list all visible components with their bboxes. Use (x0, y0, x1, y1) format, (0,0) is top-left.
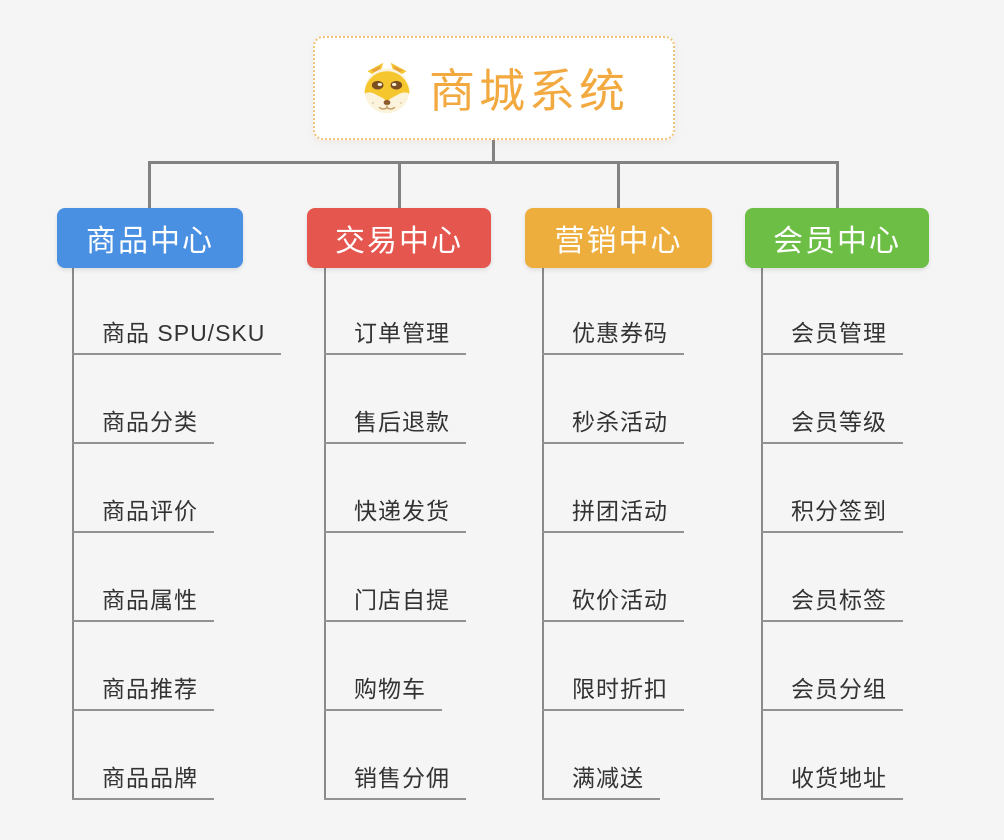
leaf-node[interactable]: 拼团活动 (542, 497, 684, 533)
leaf-node[interactable]: 砍价活动 (542, 586, 684, 622)
connector-trunk-members (761, 268, 763, 800)
leaf-node[interactable]: 订单管理 (324, 319, 466, 355)
connector-drop-members (836, 161, 839, 210)
connector-trunk-marketing (542, 268, 544, 800)
leaf-node[interactable]: 商品 SPU/SKU (72, 319, 282, 355)
root-node[interactable]: 商城系统 (313, 36, 675, 140)
leaf-node[interactable]: 商品分类 (72, 408, 214, 444)
leaf-node[interactable]: 会员分组 (761, 675, 903, 711)
leaf-node[interactable]: 销售分佣 (324, 764, 466, 800)
leaf-node[interactable]: 会员管理 (761, 319, 903, 355)
leaf-node[interactable]: 门店自提 (324, 586, 466, 622)
leaf-node[interactable]: 购物车 (324, 675, 442, 711)
leaf-node[interactable]: 会员等级 (761, 408, 903, 444)
leaf-node[interactable]: 商品属性 (72, 586, 214, 622)
connector-drop-trade (398, 161, 401, 210)
leaf-node[interactable]: 秒杀活动 (542, 408, 684, 444)
leaf-node[interactable]: 限时折扣 (542, 675, 684, 711)
doge-face-icon (359, 60, 415, 116)
leaf-node[interactable]: 积分签到 (761, 497, 903, 533)
leaf-node[interactable]: 快递发货 (324, 497, 466, 533)
branch-node-marketing[interactable]: 营销中心 (525, 208, 712, 268)
leaf-node[interactable]: 会员标签 (761, 586, 903, 622)
root-node-label: 商城系统 (429, 65, 629, 117)
leaf-node[interactable]: 售后退款 (324, 408, 466, 444)
branch-node-trade[interactable]: 交易中心 (307, 208, 491, 268)
branch-node-members[interactable]: 会员中心 (745, 208, 929, 268)
connector-drop-marketing (617, 161, 620, 210)
connector-drop-products (148, 161, 151, 210)
connector-trunk-products (72, 268, 74, 800)
branch-node-products[interactable]: 商品中心 (57, 208, 243, 268)
leaf-node[interactable]: 优惠券码 (542, 319, 684, 355)
leaf-node[interactable]: 商品评价 (72, 497, 214, 533)
leaf-node[interactable]: 商品品牌 (72, 764, 214, 800)
leaf-node[interactable]: 收货地址 (761, 764, 903, 800)
connector-bus (148, 161, 839, 164)
leaf-node[interactable]: 商品推荐 (72, 675, 214, 711)
leaf-node[interactable]: 满减送 (542, 764, 660, 800)
connector-trunk-trade (324, 268, 326, 800)
connector-root-stub (492, 140, 495, 161)
